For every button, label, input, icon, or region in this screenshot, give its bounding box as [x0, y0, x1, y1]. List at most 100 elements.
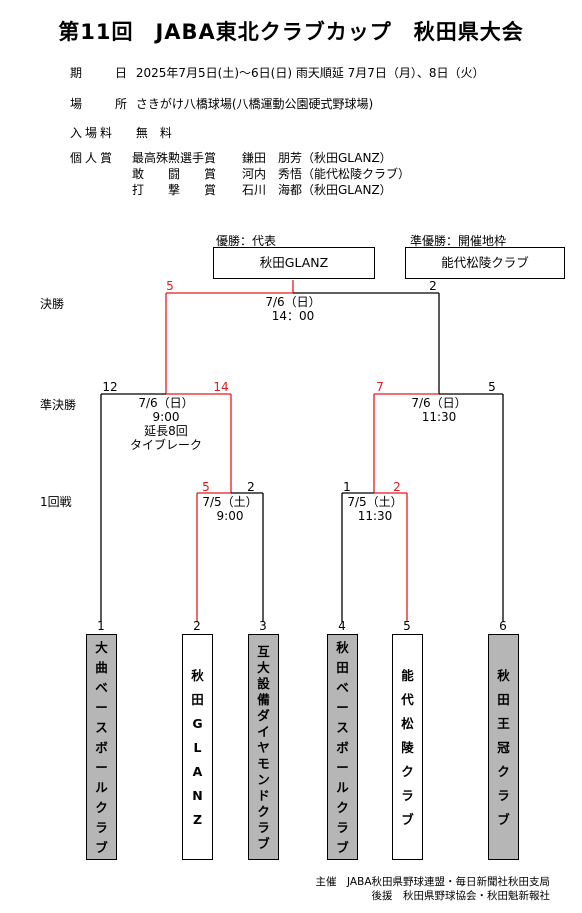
venue-label: 場 所 [70, 97, 131, 111]
team-name-char: イ [257, 724, 270, 739]
team-seed: 4 [338, 619, 346, 633]
game-info-semi-right: 7/6（日） 11:30 [389, 396, 489, 424]
game-info-semi-left: 7/6（日） 9:00 延長8回 タイブレーク [116, 396, 216, 452]
team-name-char: 大 [95, 640, 108, 655]
team-name-char: ー [336, 700, 349, 715]
team-name-char: ー [95, 760, 108, 775]
date-value: 2025年7月5日(土)～6日(日) 雨天順延 7月7日（月）、8日（火） [135, 66, 485, 80]
score: 2 [247, 480, 255, 494]
score: 7 [376, 380, 384, 394]
team-card: 能代松陵クラブ [392, 634, 423, 860]
award-winner: 河内 秀悟（能代松陵クラブ） [242, 167, 411, 181]
team-name-char: ブ [401, 812, 414, 827]
team-name-char: 曲 [95, 660, 108, 675]
team-name-char: 田 [497, 692, 510, 707]
team-name-char: ル [95, 780, 108, 795]
score: 12 [102, 380, 118, 394]
team-name-char: ブ [336, 840, 349, 855]
team-name-char: ク [401, 764, 414, 779]
team-name-char: ブ [497, 812, 510, 827]
score: 5 [488, 380, 496, 394]
team-name-char: モ [257, 756, 270, 771]
game-info-first-left: 7/5（土） 9:00 [195, 495, 265, 523]
team-name-char: ク [95, 800, 108, 815]
score: 5 [202, 480, 210, 494]
runnerup-label: 準優勝：開催地枠 [410, 234, 507, 248]
team-name-char: ン [257, 772, 270, 787]
team-name-char: G [192, 716, 203, 731]
team-name-char: 王 [497, 716, 510, 731]
credits: 主催 JABA秋田県野球連盟・毎日新聞社秋田支局 後援 秋田県野球協会・秋田魁新… [316, 875, 550, 903]
team-name-char: 秋 [191, 668, 204, 683]
team-name-char: ダ [257, 708, 270, 723]
team-name-char: A [192, 764, 203, 779]
venue-value: さきがけ八橋球場(八橋運動公園硬式野球場) [135, 97, 374, 111]
game-time: 14：00 [271, 309, 315, 323]
game-note: タイブレーク [129, 438, 202, 452]
team-name-char: ー [336, 760, 349, 775]
game-info-final: 7/6（日） 14：00 [243, 295, 343, 323]
game-date: 7/5（土） [347, 495, 403, 509]
team-name-char: ド [257, 788, 270, 803]
game-date: 7/6（日） [265, 295, 321, 309]
round-label-final: 決勝 [40, 297, 65, 311]
team-name-char: 秋 [336, 640, 349, 655]
team-seed: 1 [97, 619, 105, 633]
team-name-char: ル [336, 780, 349, 795]
game-info-first-right: 7/5（土） 11:30 [340, 495, 410, 523]
team-name-char: 田 [191, 692, 204, 707]
team-seed: 5 [403, 619, 411, 633]
fee-value: 無 料 [135, 126, 172, 140]
runnerup-box: 能代松陵クラブ [405, 247, 565, 279]
team-card: 秋田王冠クラブ [488, 634, 519, 860]
award-name: 敢 闘 賞 [132, 167, 217, 181]
team-name-char: ボ [95, 740, 108, 755]
team-card: 秋田ベースボールクラブ [327, 634, 358, 860]
game-date: 7/6（日） [138, 396, 194, 410]
team-card: 大曲ベースボールクラブ [86, 634, 117, 860]
game-time: 9:00 [216, 509, 244, 523]
team-seed: 3 [259, 619, 267, 633]
team-name-char: 互 [257, 644, 270, 659]
team-name-char: ス [336, 720, 349, 735]
team-name-char: ス [95, 720, 108, 735]
team-name-char: ラ [401, 788, 414, 803]
team-card: 互大設備ダイヤモンドクラブ [248, 634, 279, 860]
award-winner: 鎌田 朋芳（秋田GLANZ） [242, 151, 392, 165]
team-seed: 6 [499, 619, 507, 633]
fee-label: 入場料 [70, 126, 116, 140]
team-name-char: ボ [336, 740, 349, 755]
game-note: 延長8回 [144, 424, 188, 438]
awards-label: 個人賞 [70, 151, 116, 165]
team-name-char: ベ [336, 680, 349, 695]
team-name-char: 田 [336, 660, 349, 675]
team-name-char: 大 [257, 660, 270, 675]
game-time: 11:30 [357, 509, 393, 523]
venue-row: 場 所 さきがけ八橋球場(八橋運動公園硬式野球場) [70, 95, 373, 112]
team-name-char: ラ [95, 820, 108, 835]
page-title: 第11回 JABA東北クラブカップ 秋田県大会 [58, 20, 524, 44]
team-name-char: ラ [336, 820, 349, 835]
score: 2 [429, 279, 437, 293]
team-name-char: 陵 [401, 740, 414, 755]
score: 5 [166, 279, 174, 293]
team-name-char: N [192, 788, 203, 803]
team-name-char: 備 [257, 692, 270, 707]
game-date: 7/5（土） [202, 495, 258, 509]
support-text: 後援 秋田県野球協会・秋田魁新報社 [371, 890, 551, 902]
team-name-char: ブ [95, 840, 108, 855]
team-name-char: 冠 [497, 740, 510, 755]
team-name-char: ラ [497, 788, 510, 803]
team-name-char: ブ [257, 836, 270, 851]
team-name-char: ク [336, 800, 349, 815]
awards-label-row: 個人賞 [70, 149, 132, 166]
date-label: 期 日 [70, 66, 131, 80]
team-name-char: ー [95, 700, 108, 715]
score: 1 [343, 480, 351, 494]
round-label-first: 1回戦 [40, 495, 72, 509]
champion-label: 優勝：代表 [216, 234, 277, 248]
award-winner: 石川 海都（秋田GLANZ） [242, 183, 392, 197]
team-name-char: 設 [257, 676, 270, 691]
